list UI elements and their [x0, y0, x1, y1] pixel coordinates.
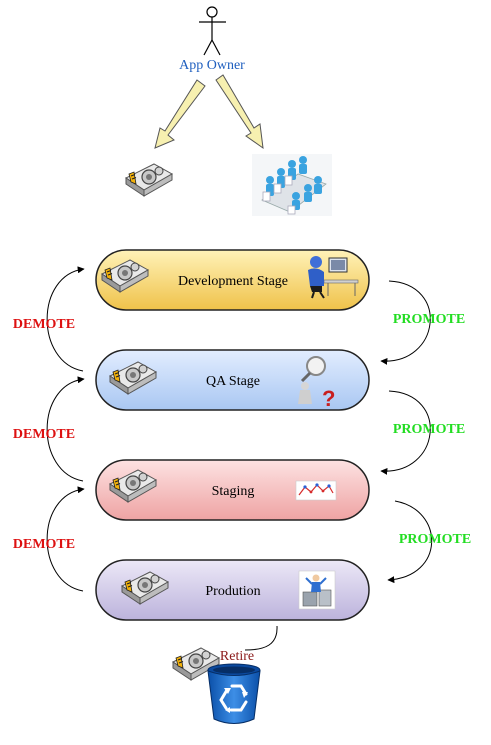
promote-label: PROMOTE	[393, 422, 465, 437]
app-owner-label: App Owner	[179, 58, 245, 73]
stage-qa: QA Stage ?	[95, 349, 370, 411]
demote-arrow	[46, 486, 85, 592]
stage-label: QA Stage	[206, 374, 260, 389]
qa-magnifier-icon: ?	[298, 356, 335, 411]
recycle-bin-icon	[207, 663, 261, 724]
stage-staging: Staging	[95, 459, 370, 521]
retire-connector	[244, 625, 278, 651]
promote-label: PROMOTE	[393, 312, 465, 327]
svg-text:?: ?	[322, 386, 335, 411]
demote-label: DEMOTE	[13, 317, 75, 332]
stage-label: Staging	[212, 484, 255, 499]
team-meeting-icon	[252, 154, 332, 216]
promote-label: PROMOTE	[399, 532, 471, 547]
retire-label: Retire	[220, 649, 254, 664]
owner-arrow-right	[215, 74, 264, 150]
stage-label: Prodution	[205, 584, 260, 599]
stage-development: Development Stage	[95, 249, 370, 311]
developer-icon	[308, 256, 359, 299]
demote-label: DEMOTE	[13, 537, 75, 552]
demote-arrow	[46, 376, 85, 482]
package-icon	[125, 163, 173, 197]
promote-arrow	[380, 280, 431, 365]
owner-arrow-left	[154, 79, 206, 149]
promote-arrow	[387, 500, 433, 584]
promote-arrow	[380, 390, 431, 475]
staging-graph-icon	[295, 480, 337, 501]
app-owner-figure-icon	[199, 6, 226, 56]
demote-arrow	[46, 266, 85, 372]
stage-production: Prodution	[95, 559, 370, 621]
stage-label: Development Stage	[178, 274, 288, 289]
production-worker-icon	[298, 570, 336, 610]
demote-label: DEMOTE	[13, 427, 75, 442]
